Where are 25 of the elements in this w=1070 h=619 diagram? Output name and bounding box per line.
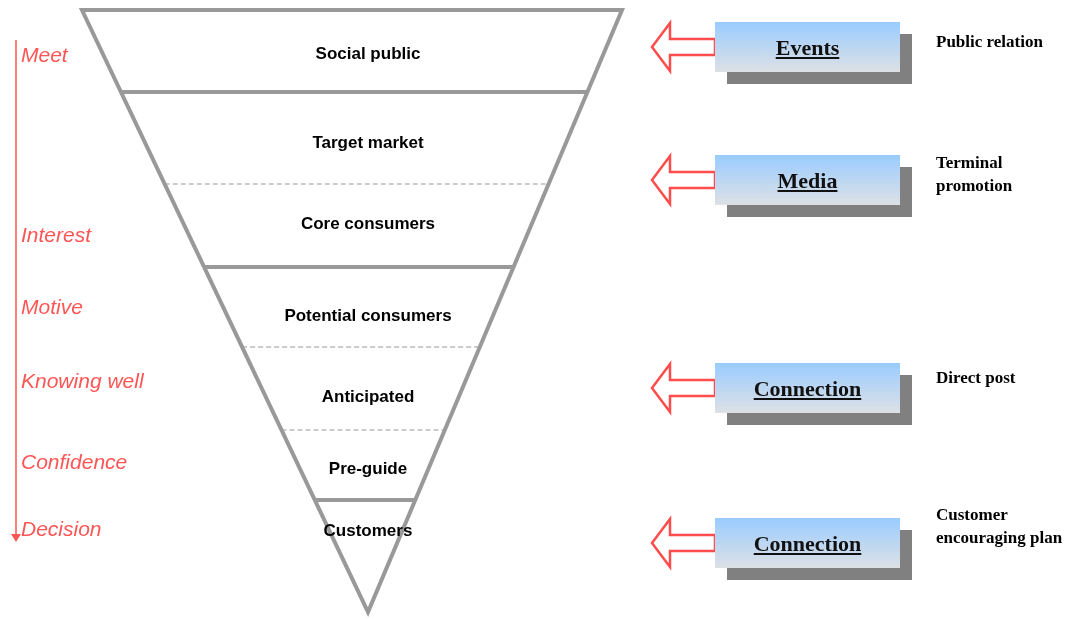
funnel-level-label: Customers: [321, 520, 415, 542]
hollow-arrow: [650, 19, 717, 75]
funnel-level-label: Social public: [313, 43, 423, 65]
funnel-level-label: Pre-guide: [326, 458, 410, 480]
funnel-level-label: Potential consumers: [282, 305, 454, 327]
channel-box: Connection: [715, 363, 900, 413]
channel-note: Customer encouraging plan: [936, 504, 1064, 549]
hollow-arrow: [650, 360, 717, 416]
funnel-level-label: Target market: [310, 132, 426, 154]
channel-box: Media: [715, 155, 900, 205]
stage-label: Motive: [21, 294, 83, 321]
stage-label: Interest: [21, 222, 92, 249]
channel-note: Terminal promotion: [936, 152, 1014, 197]
funnel-level-label: Core consumers: [298, 213, 438, 235]
hollow-arrow: [650, 152, 717, 208]
stage-label: Meet: [21, 42, 68, 69]
hollow-arrow: [650, 515, 717, 571]
funnel-level-label: Anticipated: [319, 386, 417, 408]
stage-label: Confidence: [21, 449, 128, 476]
stage-label: Decision: [21, 516, 102, 543]
channel-note: Direct post: [936, 367, 1017, 389]
channel-note: Public relation: [936, 31, 1044, 53]
channel-box: Events: [715, 22, 900, 72]
channel-box: Connection: [715, 518, 900, 568]
stage-label: Knowing well: [21, 368, 144, 395]
